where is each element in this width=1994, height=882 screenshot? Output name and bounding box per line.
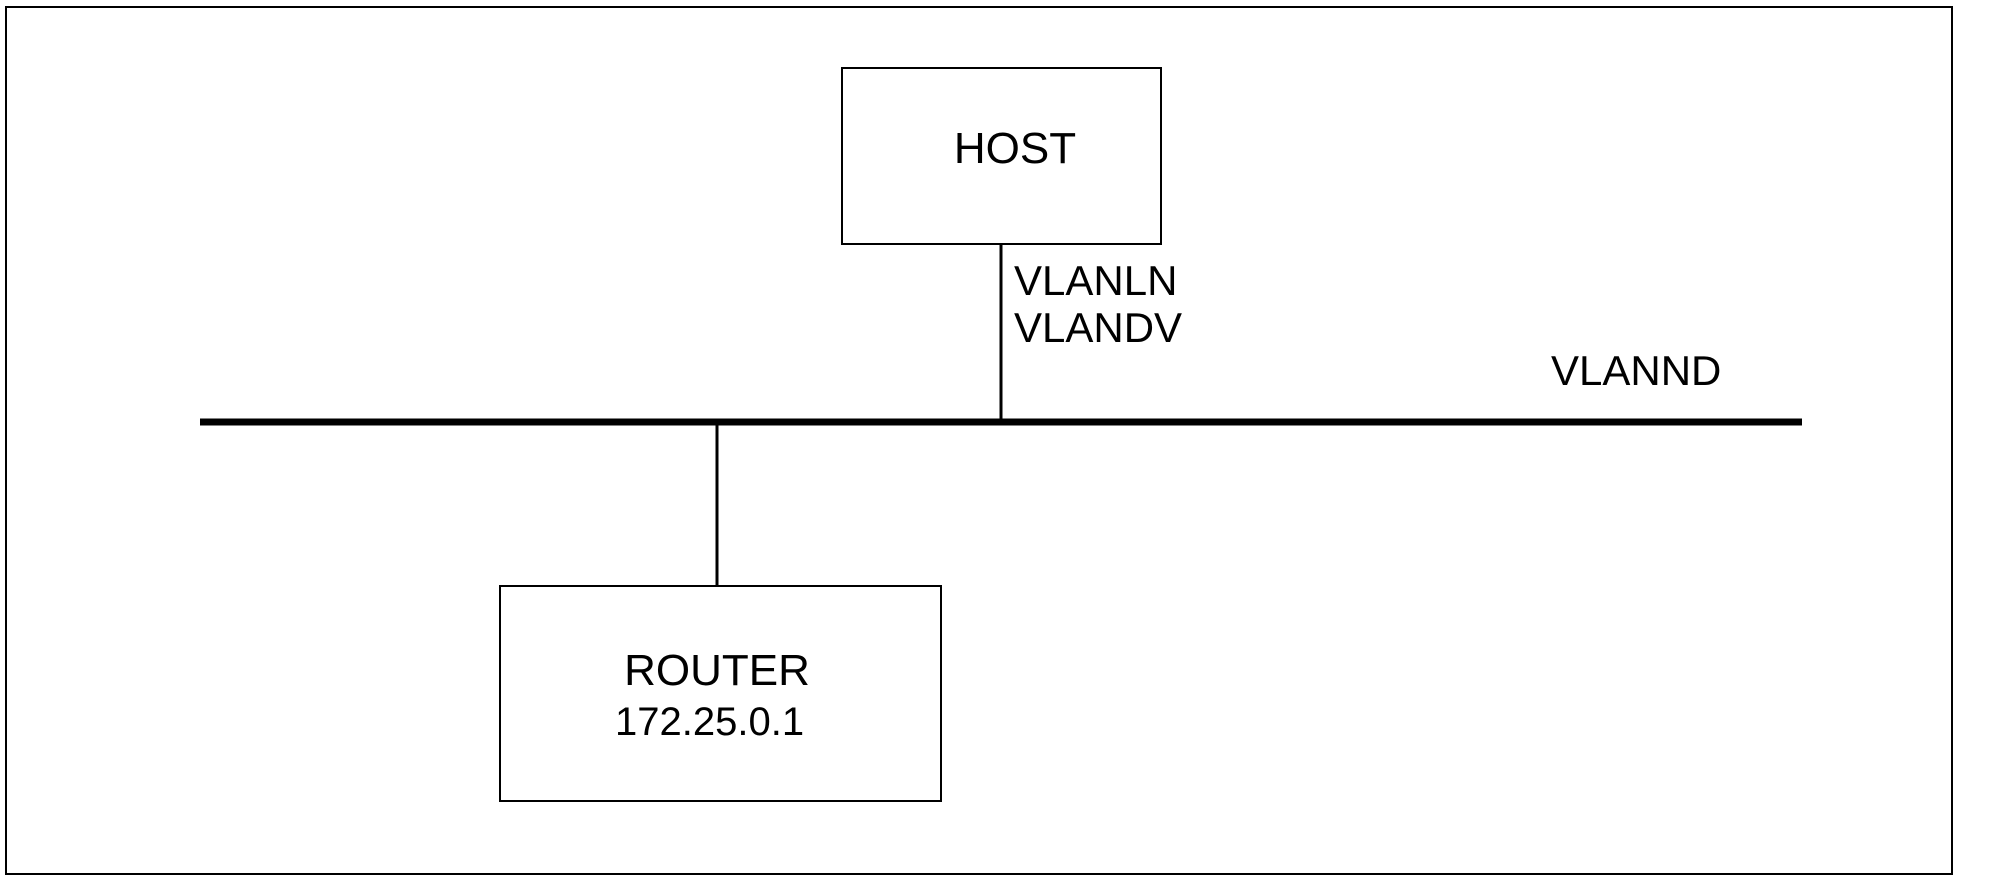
host-link-label-2: VLANDV xyxy=(1014,304,1182,351)
router-label: ROUTER xyxy=(624,646,810,695)
host-link-label-1: VLANLN xyxy=(1014,257,1177,304)
host-label: HOST xyxy=(954,124,1076,173)
host-node: HOST xyxy=(841,67,1162,245)
diagram-frame xyxy=(5,6,1953,875)
router-box xyxy=(499,585,942,802)
router-ip-address: 172.25.0.1 xyxy=(615,700,804,744)
router-node: ROUTER 172.25.0.1 xyxy=(499,585,942,802)
network-segment-label: VLANND xyxy=(1551,347,1721,394)
